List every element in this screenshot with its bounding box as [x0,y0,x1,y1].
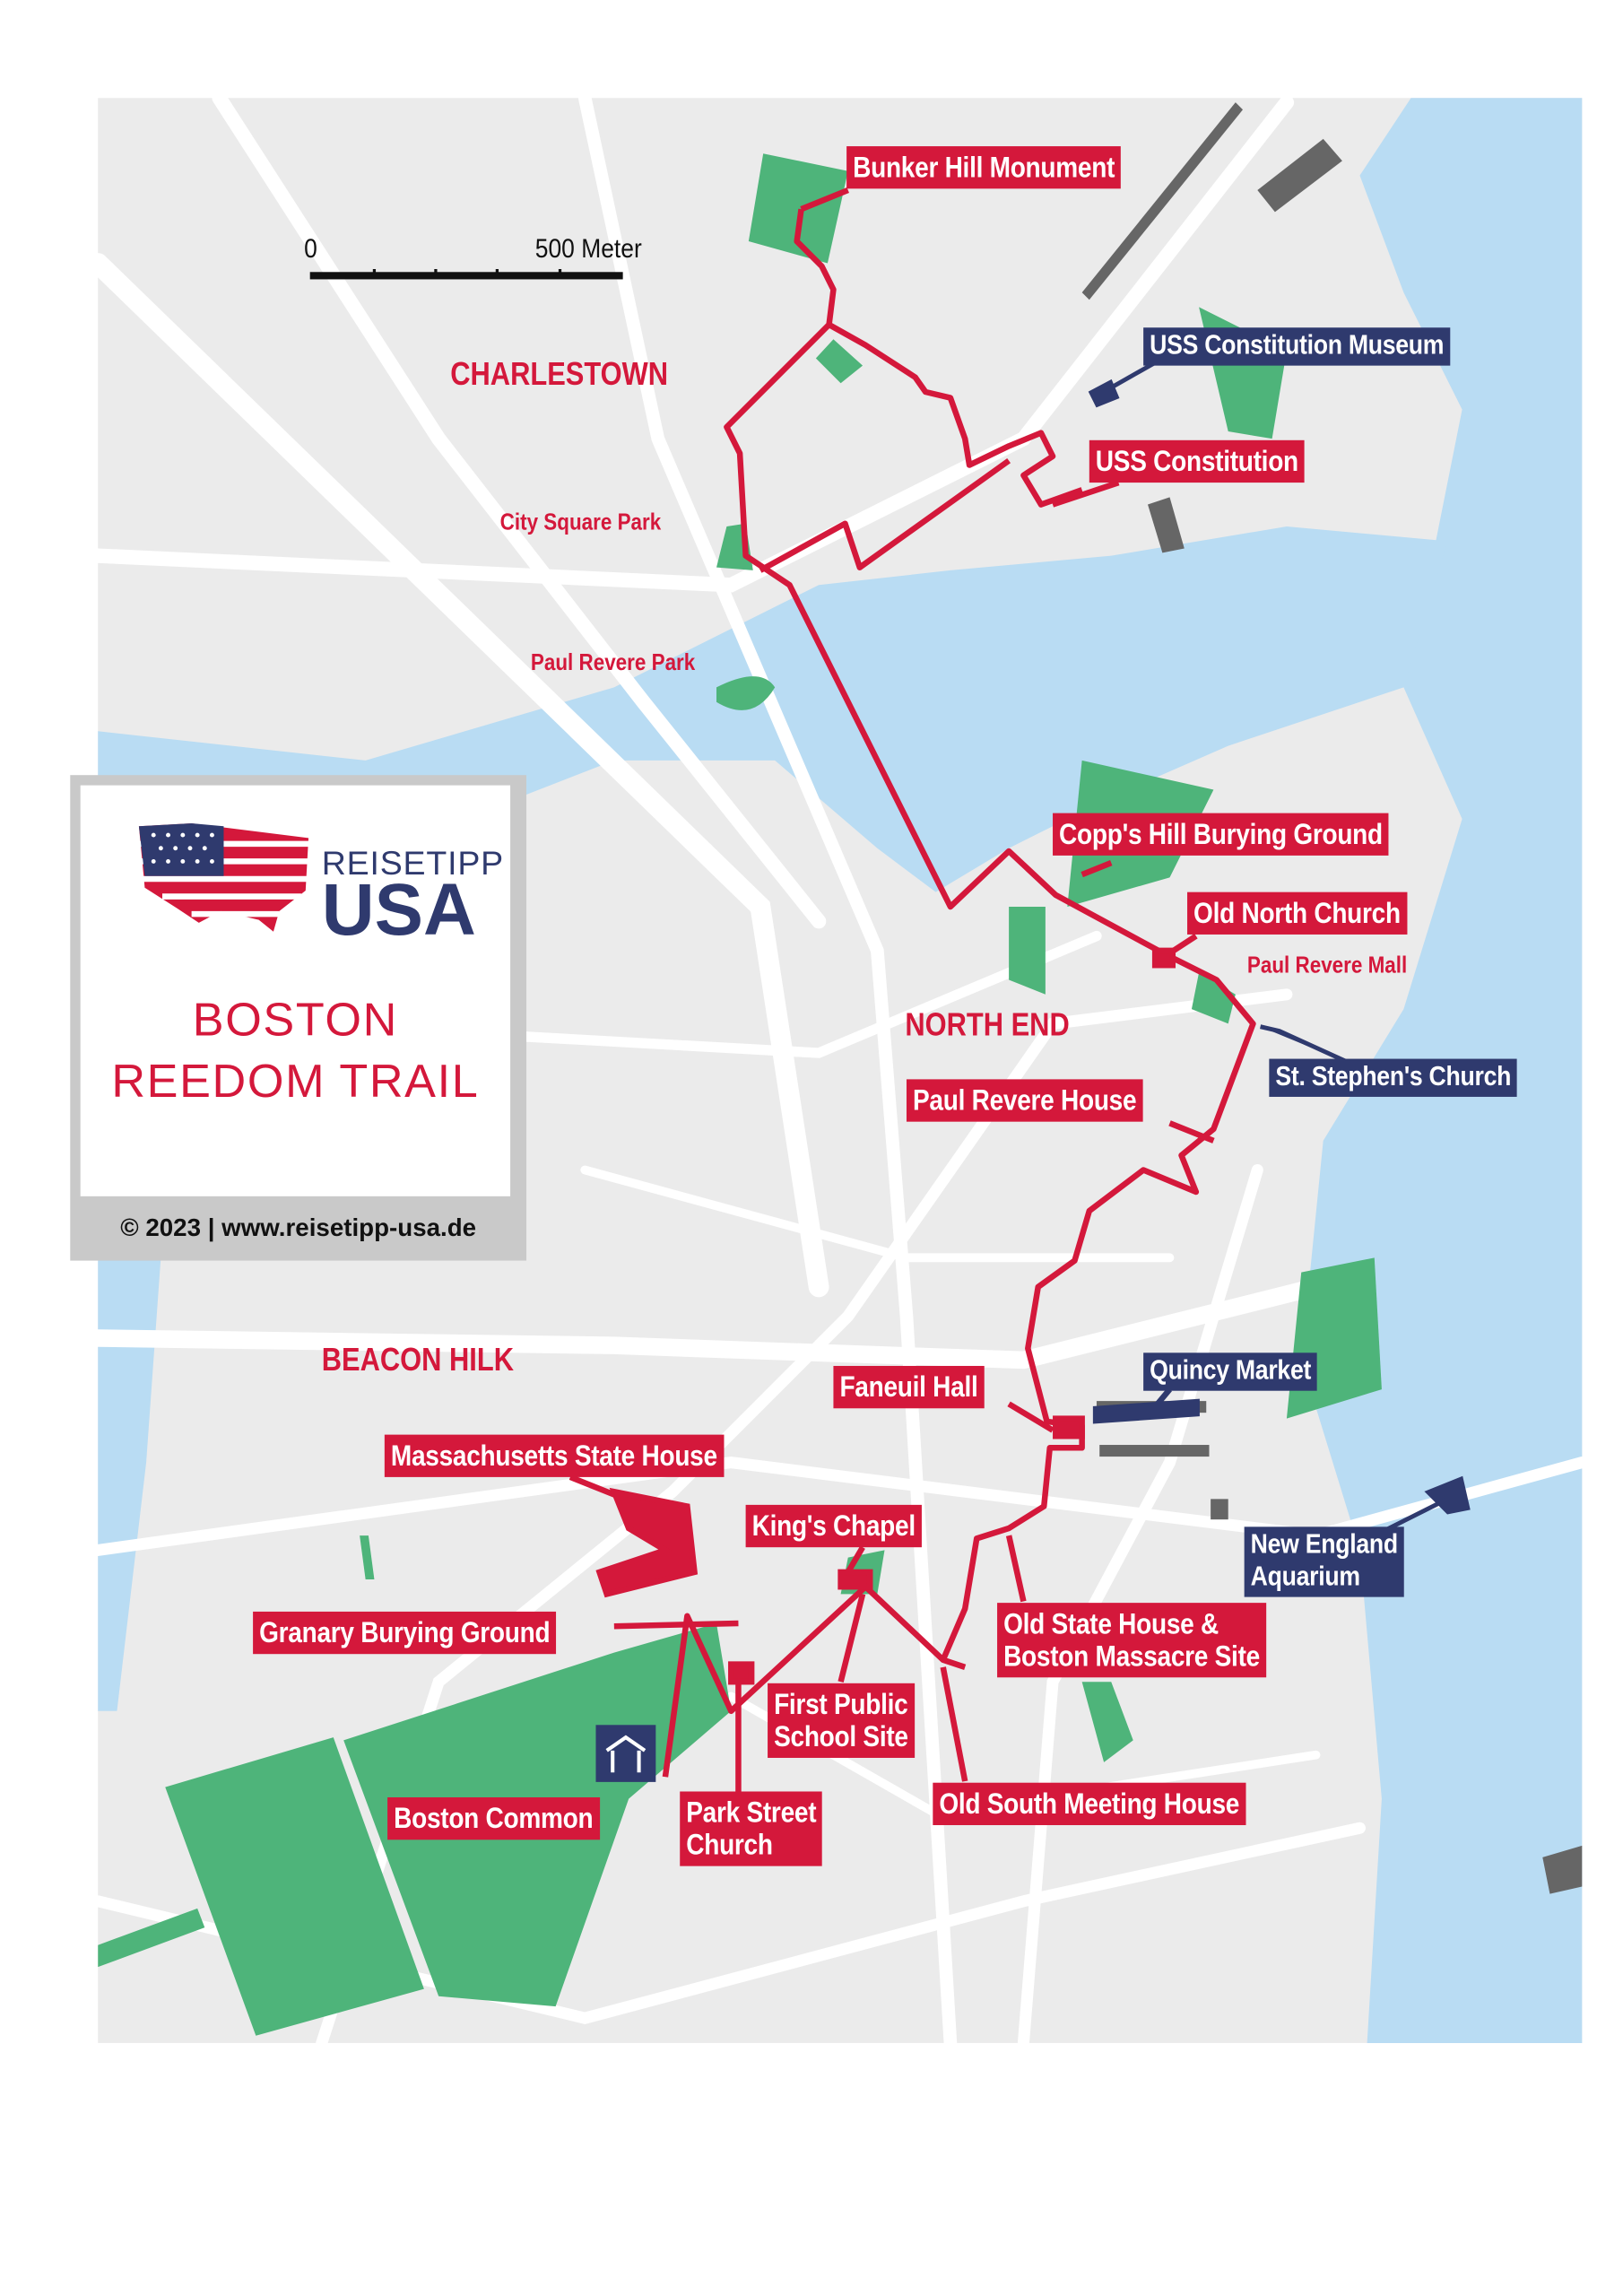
label-line: School Site [774,1721,908,1754]
label-old-north-church[interactable]: Old North Church [1187,891,1407,935]
label-kings-chapel[interactable]: King's Chapel [745,1504,922,1548]
label-state-house[interactable]: Massachusetts State House [384,1434,724,1477]
poi-markers [595,361,1471,1782]
label-line: Park Street [686,1797,817,1830]
label-quincy-market[interactable]: Quincy Market [1143,1352,1318,1391]
label-old-state-house[interactable]: Old State House &Boston Massacre Site [997,1603,1266,1678]
label-faneuil-hall[interactable]: Faneuil Hall [833,1365,985,1409]
scale-distance: 500 Meter [534,233,642,264]
district-charlestown: CHARLESTOWN [450,355,669,393]
trail-pointers [568,187,1215,1792]
label-old-south[interactable]: Old South Meeting House [933,1782,1246,1825]
park-city-square: City Square Park [499,510,662,535]
label-paul-revere-house[interactable]: Paul Revere House [906,1079,1143,1122]
copyright-footer: © 2023 | www.reisetipp-usa.de [120,1213,477,1242]
legend-box: REISETIPP USA BOSTON REEDOM TRAIL © 2023… [70,775,527,1261]
label-copps-hill[interactable]: Copp's Hill Burying Ground [1053,813,1389,856]
map-title-line-2: REEDOM TRAIL [111,1054,480,1108]
map-title-line-1: BOSTON [192,993,398,1046]
district-beacon-hill: BEACON HILK [321,1341,514,1378]
label-line: Old State House & [1003,1608,1219,1641]
brand-bottom: USA [321,868,476,951]
label-line: Church [686,1829,773,1862]
label-line: First Public [774,1689,908,1722]
label-line: Boston Massacre Site [1003,1640,1260,1674]
usa-flag-map-icon [138,823,312,932]
label-boston-common[interactable]: Boston Common [387,1797,600,1840]
brand-top: REISETIPP [321,843,504,883]
label-st-stephens[interactable]: St. Stephen's Church [1269,1058,1518,1097]
label-uss-constitution[interactable]: USS Constitution [1089,439,1305,483]
district-north-end: NORTH END [905,1005,1070,1043]
buildings [1081,102,1583,1894]
roads [87,91,1588,2050]
scale-zero: 0 [304,233,317,264]
legend-inner: REISETIPP USA BOSTON REEDOM TRAIL [80,785,511,1196]
label-uss-museum[interactable]: USS Constitution Museum [1143,327,1451,366]
park-paul-revere: Paul Revere Park [530,650,696,676]
park-paul-revere-mall: Paul Revere Mall [1246,953,1408,978]
label-bunker-hill[interactable]: Bunker Hill Monument [846,146,1122,189]
visitor-center-icon [605,1735,647,1773]
label-line: New England [1250,1529,1398,1561]
scale-bar [309,269,623,280]
trail-route [613,208,1256,1778]
label-line: Aquarium [1250,1561,1360,1593]
label-granary[interactable]: Granary Burying Ground [253,1611,557,1655]
